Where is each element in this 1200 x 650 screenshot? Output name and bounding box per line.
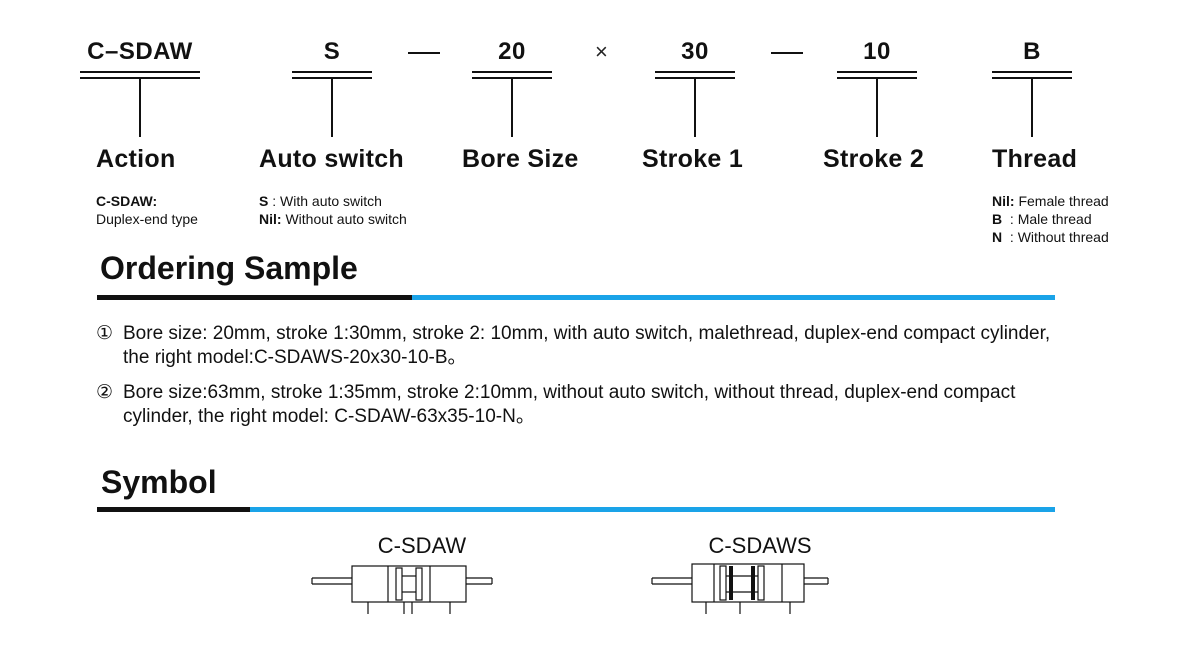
connector-line — [876, 79, 878, 137]
ordering-sample-title: Ordering Sample — [100, 250, 358, 286]
action-text: Duplex-end type — [96, 211, 198, 227]
code-switch: S — [292, 38, 372, 137]
thread-option: Nil: Female thread — [992, 193, 1109, 209]
separator-dash — [771, 52, 803, 54]
separator-times: × — [595, 39, 608, 64]
switch-option: S : With auto switch — [259, 193, 382, 209]
connector-line — [331, 79, 333, 137]
symbol-label-sdaws: C-SDAWS — [708, 533, 812, 558]
code-stroke2-text: 10 — [863, 38, 891, 65]
thread-option: N : Without thread — [992, 229, 1109, 245]
ordering-sample-item: ② Bore size:63mm, stroke 1:35mm, stroke … — [96, 381, 1056, 429]
action-description: C-SDAW: Duplex-end type — [96, 192, 198, 228]
code-stroke1-text: 30 — [681, 38, 709, 65]
symbol-label-sdaw: C-SDAW — [377, 533, 467, 558]
underline — [292, 71, 372, 79]
ordering-sample-item: ① Bore size: 20mm, stroke 1:30mm, stroke… — [96, 322, 1056, 370]
section-rule-blue — [250, 507, 1055, 512]
connector-line — [694, 79, 696, 137]
underline — [472, 71, 552, 79]
code-bore-text: 20 — [498, 38, 526, 65]
code-thread: B — [992, 38, 1072, 137]
connector-line — [1031, 79, 1033, 137]
underline — [80, 71, 200, 79]
code-switch-text: S — [323, 38, 341, 65]
label-stroke-1: Stroke 1 — [642, 145, 744, 173]
section-rule-black — [97, 295, 412, 300]
code-stroke1: 30 — [655, 38, 735, 137]
label-auto-switch: Auto switch — [259, 145, 404, 173]
underline — [992, 71, 1072, 79]
sample-number: ① — [96, 323, 114, 344]
sample-text: Bore size:63mm, stroke 1:35mm, stroke 2:… — [123, 382, 1016, 427]
cylinder-symbol-sdaw — [311, 565, 493, 614]
label-bore-size: Bore Size — [462, 145, 579, 173]
code-stroke2: 10 — [837, 38, 917, 137]
label-action: Action — [96, 145, 176, 173]
section-rule-black — [97, 507, 250, 512]
switch-description: S : With auto switch Nil: Without auto s… — [259, 192, 407, 228]
thread-option: B : Male thread — [992, 211, 1092, 227]
sample-text: Bore size: 20mm, stroke 1:30mm, stroke 2… — [123, 323, 1051, 368]
separator-dash — [408, 52, 440, 54]
connector-line — [511, 79, 513, 137]
code-thread-text: B — [1023, 38, 1041, 65]
connector-line — [139, 79, 141, 137]
cylinder-symbol-sdaws — [651, 563, 829, 614]
section-rule-blue — [412, 295, 1055, 300]
underline — [655, 71, 735, 79]
thread-description: Nil: Female thread B : Male thread N : W… — [992, 192, 1109, 246]
sample-number: ② — [96, 382, 114, 403]
label-thread: Thread — [992, 145, 1078, 173]
switch-option: Nil: Without auto switch — [259, 211, 407, 227]
code-action: C–SDAW — [80, 38, 200, 137]
code-action-text: C–SDAW — [87, 38, 193, 65]
underline — [837, 71, 917, 79]
action-code: C-SDAW: — [96, 193, 158, 209]
symbol-title: Symbol — [101, 464, 217, 500]
label-stroke-2: Stroke 2 — [823, 145, 925, 173]
code-bore: 20 — [472, 38, 552, 137]
